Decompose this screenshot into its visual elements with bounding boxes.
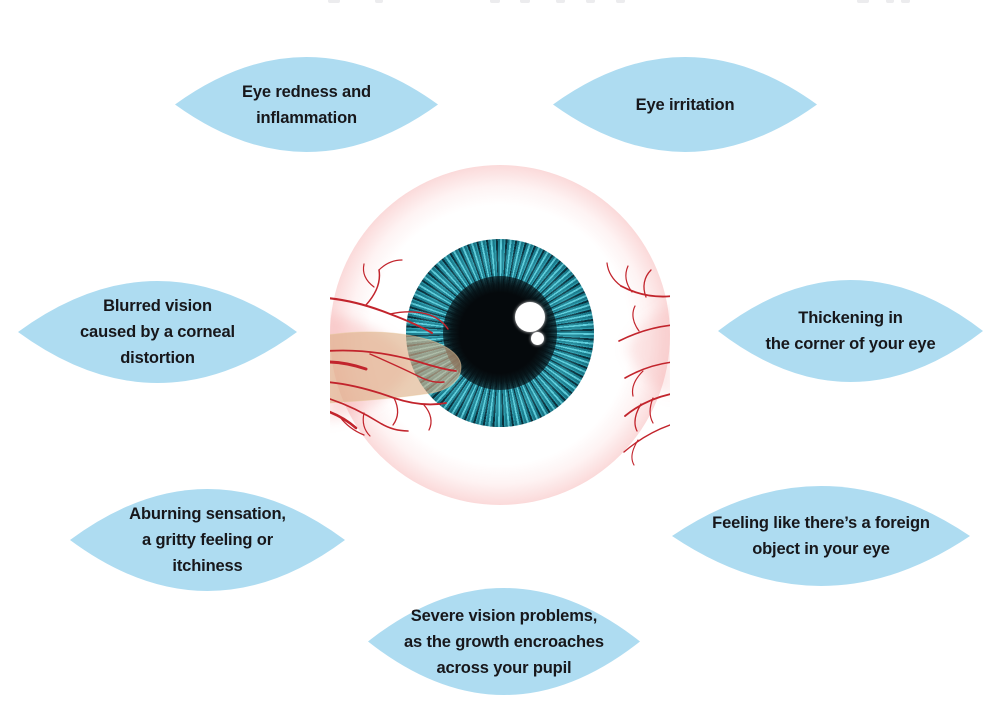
lens-fill <box>175 57 438 152</box>
symptom-label: Thickening in the corner of your eye <box>765 309 936 353</box>
vessel-branch <box>634 403 642 432</box>
vessel-branch <box>362 412 371 437</box>
corneal-highlight-large <box>515 302 545 332</box>
vessel-branch <box>330 349 457 372</box>
vessel-branch <box>389 311 449 330</box>
text-fragment <box>586 0 595 3</box>
text-fragment <box>490 0 500 3</box>
eye-lens-shape <box>175 57 438 152</box>
symptom-bubble-bottom-center: Severe vision problems, as the growth en… <box>368 588 640 695</box>
text-fragment <box>328 0 340 3</box>
vessel-branch <box>618 324 670 342</box>
vessel-branch <box>362 263 375 288</box>
text-fragment <box>556 0 565 3</box>
symptom-bubble-top-right: Eye irritation <box>553 57 817 152</box>
symptom-label: Eye redness and inflammation <box>242 82 371 127</box>
symptom-bubble-top-left: Eye redness and inflammation <box>175 57 438 152</box>
text-fragment <box>886 0 894 3</box>
eye-illustration <box>330 165 670 505</box>
vessel-branch <box>649 397 654 424</box>
vessel-branch <box>330 360 368 371</box>
lens-fill <box>718 280 983 382</box>
eye-lens-shape <box>18 281 297 383</box>
text-fragment <box>520 0 530 3</box>
vessel-branch <box>643 269 652 298</box>
eye-lens-shape <box>368 588 640 695</box>
vessel-branch <box>378 259 403 271</box>
corneal-highlight-small <box>531 332 544 345</box>
vessel-branch <box>632 305 640 332</box>
symptom-bubble-bottom-right: Feeling like there’s a foreign object in… <box>672 486 970 586</box>
lens-fill <box>553 57 817 152</box>
vessel-branch <box>392 397 399 426</box>
vessel-branch <box>365 269 381 306</box>
vessel-branch <box>624 393 670 417</box>
pterygium-growth <box>330 331 462 404</box>
vessel-branch <box>606 262 622 287</box>
vessel-branch <box>623 424 670 453</box>
symptom-label: Feeling like there’s a foreign object in… <box>712 514 930 558</box>
vessel-branch <box>631 439 639 466</box>
cropped-title-remnants <box>0 0 1000 4</box>
vessel-branch <box>330 398 409 432</box>
text-fragment <box>375 0 383 3</box>
symptom-bubble-middle-left: Blurred vision caused by a corneal disto… <box>18 281 297 383</box>
sclera-redness-right <box>626 306 670 396</box>
eye-lens-shape <box>553 57 817 152</box>
symptom-label: Severe vision problems, as the growth en… <box>404 606 604 677</box>
lens-fill <box>672 486 970 586</box>
eye-lens-shape <box>718 280 983 382</box>
vessel-branch <box>369 353 445 383</box>
text-fragment <box>901 0 910 3</box>
symptom-label: Aburning sensation, a gritty feeling or … <box>129 505 286 575</box>
blood-vessels-right <box>606 262 670 466</box>
symptom-bubble-middle-right: Thickening in the corner of your eye <box>718 280 983 382</box>
text-fragment <box>857 0 869 3</box>
text-fragment <box>616 0 625 3</box>
symptom-label: Blurred vision caused by a corneal disto… <box>80 297 235 367</box>
symptom-label: Eye irritation <box>635 95 735 114</box>
vessels-and-growth-overlay <box>330 259 670 466</box>
eye-lens-shape <box>672 486 970 586</box>
lens-fill <box>70 489 345 591</box>
symptom-bubble-bottom-left: Aburning sensation, a gritty feeling or … <box>70 489 345 591</box>
lens-fill <box>18 281 297 383</box>
lens-fill <box>368 588 640 695</box>
vessel-branch <box>624 361 670 379</box>
vessel-branch <box>423 404 432 431</box>
blood-vessels-left <box>330 259 457 437</box>
vessel-branch <box>631 370 644 397</box>
vessel-branch <box>330 410 358 430</box>
vessel-branch <box>625 265 633 293</box>
vessel-branch <box>339 416 365 436</box>
eye-lens-shape <box>70 489 345 591</box>
